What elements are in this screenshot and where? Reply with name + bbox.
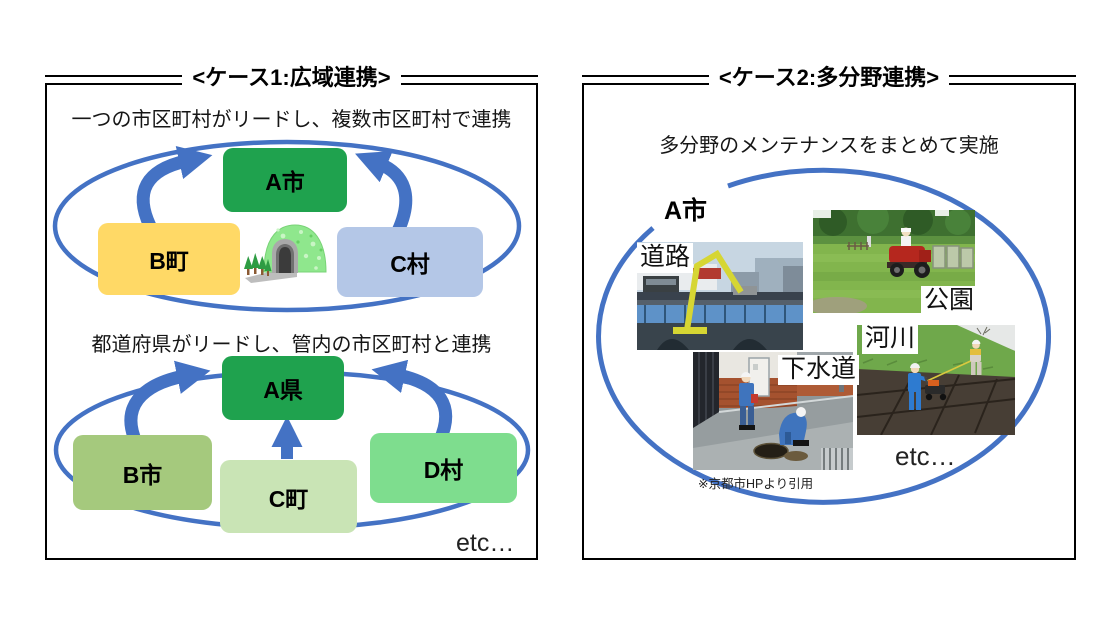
mower-illustration [887,227,931,278]
river-label: 河川 [862,324,919,354]
case1-section1-caption: 一つの市区町村がリードし、複数市区町村で連携 [71,109,512,131]
case2-caption: 多分野のメンテナンスをまとめて実施 [659,135,999,157]
park-photo [813,210,975,313]
node-d-mura: D村 [370,433,517,503]
case2-title: <ケース2:多分野連携> [582,59,1077,93]
title-rule-right [400,75,539,77]
case1-title-text: <ケース1:広域連携> [182,60,401,92]
case1-section2-caption: 都道府県がリードし、管内の市区町村と連携 [91,334,492,356]
arrow-bshi-to-aken [124,360,211,445]
photo-citation: ※京都市HPより引用 [698,477,814,491]
node-c-mura: C村 [337,227,483,297]
arrow-cmura-to-ashi [355,151,413,234]
title-rule-left [582,75,709,77]
sewer-label: 下水道 [778,355,860,385]
case2-title-text: <ケース2:多分野連携> [708,60,950,92]
node-c-cho: C町 [220,460,357,533]
arrow-dmura-to-aken [371,359,453,443]
trees-icon [244,253,272,276]
title-rule-left [45,75,183,77]
case2-etc-text: etc… [895,441,956,471]
node-a-shi: A市 [223,148,347,212]
node-a-ken: A県 [222,356,344,420]
tunnel-icon [244,224,327,283]
cycle-ellipse-1 [52,139,522,313]
multi-field-ellipse [596,167,1051,505]
road-label: 道路 [637,243,694,273]
case1-title: <ケース1:広域連携> [45,59,539,93]
node-b-shi: B市 [73,435,212,510]
arrow-bcho-to-ashi [136,146,213,229]
case1-etc-text: etc… [456,529,515,557]
standing-worker-illustration [739,372,758,430]
road-photo [637,242,803,350]
park-label: 公園 [921,286,978,316]
node-b-cho: B町 [98,223,240,295]
surveyor-illustration [908,363,947,410]
title-rule-right [949,75,1077,77]
rope-worker-illustration [970,339,982,375]
case2-lead-city-label: A市 [664,197,708,225]
crouching-worker-illustration [779,407,809,446]
